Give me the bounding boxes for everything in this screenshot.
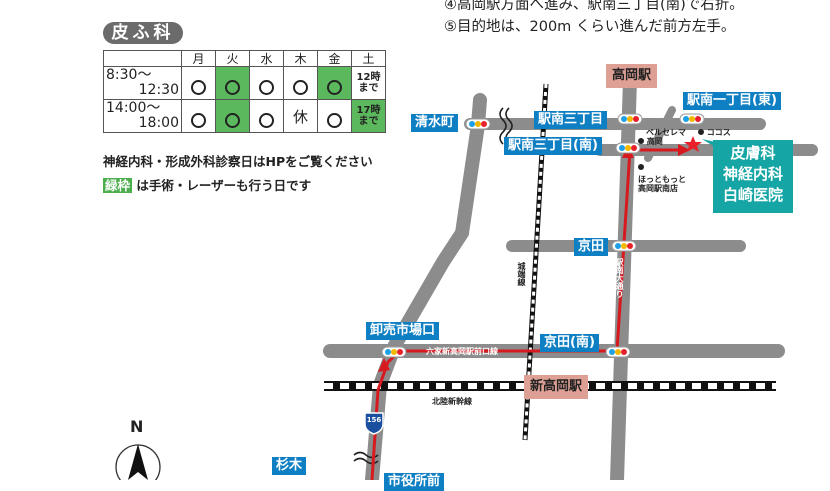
poi-dot-icon (638, 164, 644, 170)
traffic-light-icon (465, 118, 491, 130)
hours-cell: 12時まで (351, 66, 386, 100)
traffic-light-icon (679, 113, 705, 125)
label-ekinami3: 駅南三丁目 (534, 111, 608, 129)
compass-icon (115, 444, 161, 480)
destination-line-2: 神経内科 (722, 165, 783, 183)
rail-label-shinkansen: 北陸新幹線 (432, 397, 472, 406)
open-mark: ○ (225, 80, 240, 95)
hours-cell: 休 (283, 99, 318, 133)
closed-mark: 休 (292, 107, 308, 126)
poi-hottomotto: ほっともっと 高岡駅南店 (638, 163, 686, 193)
hours-cell: ○ (215, 99, 250, 133)
road-west (365, 93, 487, 480)
compass-north-label: N (130, 417, 144, 436)
day-header: 土 (351, 50, 386, 67)
rail-label-johana: 城端線 (517, 262, 526, 286)
traffic-light-icon (381, 346, 407, 358)
access-map (115, 73, 818, 480)
time-start: 8:30〜 (106, 67, 152, 83)
legend-text: は手術・レーザーも行う日です (136, 178, 312, 193)
label-shiyakusho: 市役所前 (384, 473, 445, 491)
label-kyoden: 京田 (574, 238, 609, 256)
directions: ④高岡駅方面へ進み、駅南三丁目(南)で右折。 ⑤目的地は、200m くらい進んだ… (444, 0, 744, 38)
open-mark: ○ (225, 113, 240, 128)
label-oroshiuri: 卸売市場口 (366, 322, 440, 340)
road-label-rokuya: 六家新高岡駅前口線 (426, 347, 498, 356)
label-ekinami1-east: 駅南一丁目(東) (683, 92, 781, 110)
break-mark (499, 107, 507, 145)
department-badge: 皮ふ科 (103, 22, 183, 44)
station-shin-takaoka: 新高岡駅 (524, 375, 589, 399)
destination-box: 皮膚科 神経内科 白崎医院 (713, 140, 793, 213)
saturday-note: 12時まで (356, 72, 381, 94)
direction-step-4: ④高岡駅方面へ進み、駅南三丁目(南)で右折。 (444, 0, 744, 13)
time-end: 12:30 (138, 82, 179, 98)
time-start: 14:00〜 (106, 100, 161, 116)
hours-cell: 17時まで (351, 99, 386, 133)
traffic-light-icon (611, 240, 637, 252)
destination-line-1: 皮膚科 (730, 144, 776, 162)
poi-hottomotto-line2: 高岡駅南店 (638, 184, 678, 193)
traffic-light-icon (617, 113, 643, 125)
label-kyoden-south: 京田(南) (540, 334, 599, 352)
poi-dot-icon (638, 138, 644, 144)
time-end: 18:00 (138, 115, 179, 131)
poi-bellselema-line2: 高岡 (646, 137, 663, 146)
day-header: 水 (249, 50, 284, 67)
open-mark: ○ (259, 80, 274, 95)
arrow-icon (678, 144, 690, 156)
label-sugiki: 杉木 (272, 457, 307, 475)
traffic-light-icon (615, 142, 641, 154)
open-mark: ○ (259, 113, 274, 128)
destination-line-3: 白崎医院 (722, 186, 783, 204)
open-mark: ○ (293, 80, 308, 95)
arrow-icon (378, 358, 390, 372)
traffic-light-icon (605, 346, 631, 358)
open-mark: ○ (191, 113, 206, 128)
label-ekinami3-south: 駅南三丁目(南) (504, 137, 602, 155)
destination-star-icon (684, 136, 702, 152)
poi-cocos-label: ココス (706, 128, 731, 137)
green-legend-box: 緑枠 (103, 178, 133, 193)
legend-note: 緑枠 は手術・レーザーも行う日です (103, 175, 311, 194)
poi-dot-icon (698, 129, 704, 135)
route-shield-icon (364, 412, 384, 435)
open-mark: ○ (327, 113, 342, 128)
station-takaoka: 高岡駅 (606, 64, 658, 88)
time-slot: 14:00〜 18:00 (103, 99, 182, 133)
road-label-ekinami-odori: 駅南大通り (615, 258, 624, 298)
hours-cell: ○ (181, 99, 216, 133)
route-number: 156 (366, 416, 382, 424)
poi-bellselema-line1: ベルセレマ (646, 128, 686, 137)
poi-hottomotto-line1: ほっともっと (638, 175, 686, 184)
poi-bellselema: ベルセレマ 高岡 (638, 128, 686, 146)
hours-row-morning: 8:30〜 12:30 ○ ○ ○ ○ ○ 12時まで (103, 66, 386, 100)
hours-cell: ○ (249, 99, 284, 133)
hours-table: 月 火 水 木 金 土 8:30〜 12:30 ○ ○ ○ ○ ○ 12時まで … (103, 50, 386, 133)
hours-note: 神経内科・形成外科診察日はHPをご覧ください (103, 154, 373, 169)
hours-cell: ○ (215, 66, 250, 100)
time-slot: 8:30〜 12:30 (103, 66, 182, 100)
saturday-note: 17時まで (356, 105, 381, 127)
label-shimizucho: 清水町 (411, 114, 459, 132)
hours-cell: ○ (317, 99, 352, 133)
traffic-lights (381, 113, 705, 358)
open-mark: ○ (191, 80, 206, 95)
direction-step-5: ⑤目的地は、200m くらい進んだ前方左手。 (444, 19, 736, 35)
poi-cocos: ココス (698, 128, 731, 137)
hours-row-afternoon: 14:00〜 18:00 ○ ○ ○ 休 ○ 17時まで (103, 99, 386, 133)
open-mark: ○ (327, 80, 342, 95)
